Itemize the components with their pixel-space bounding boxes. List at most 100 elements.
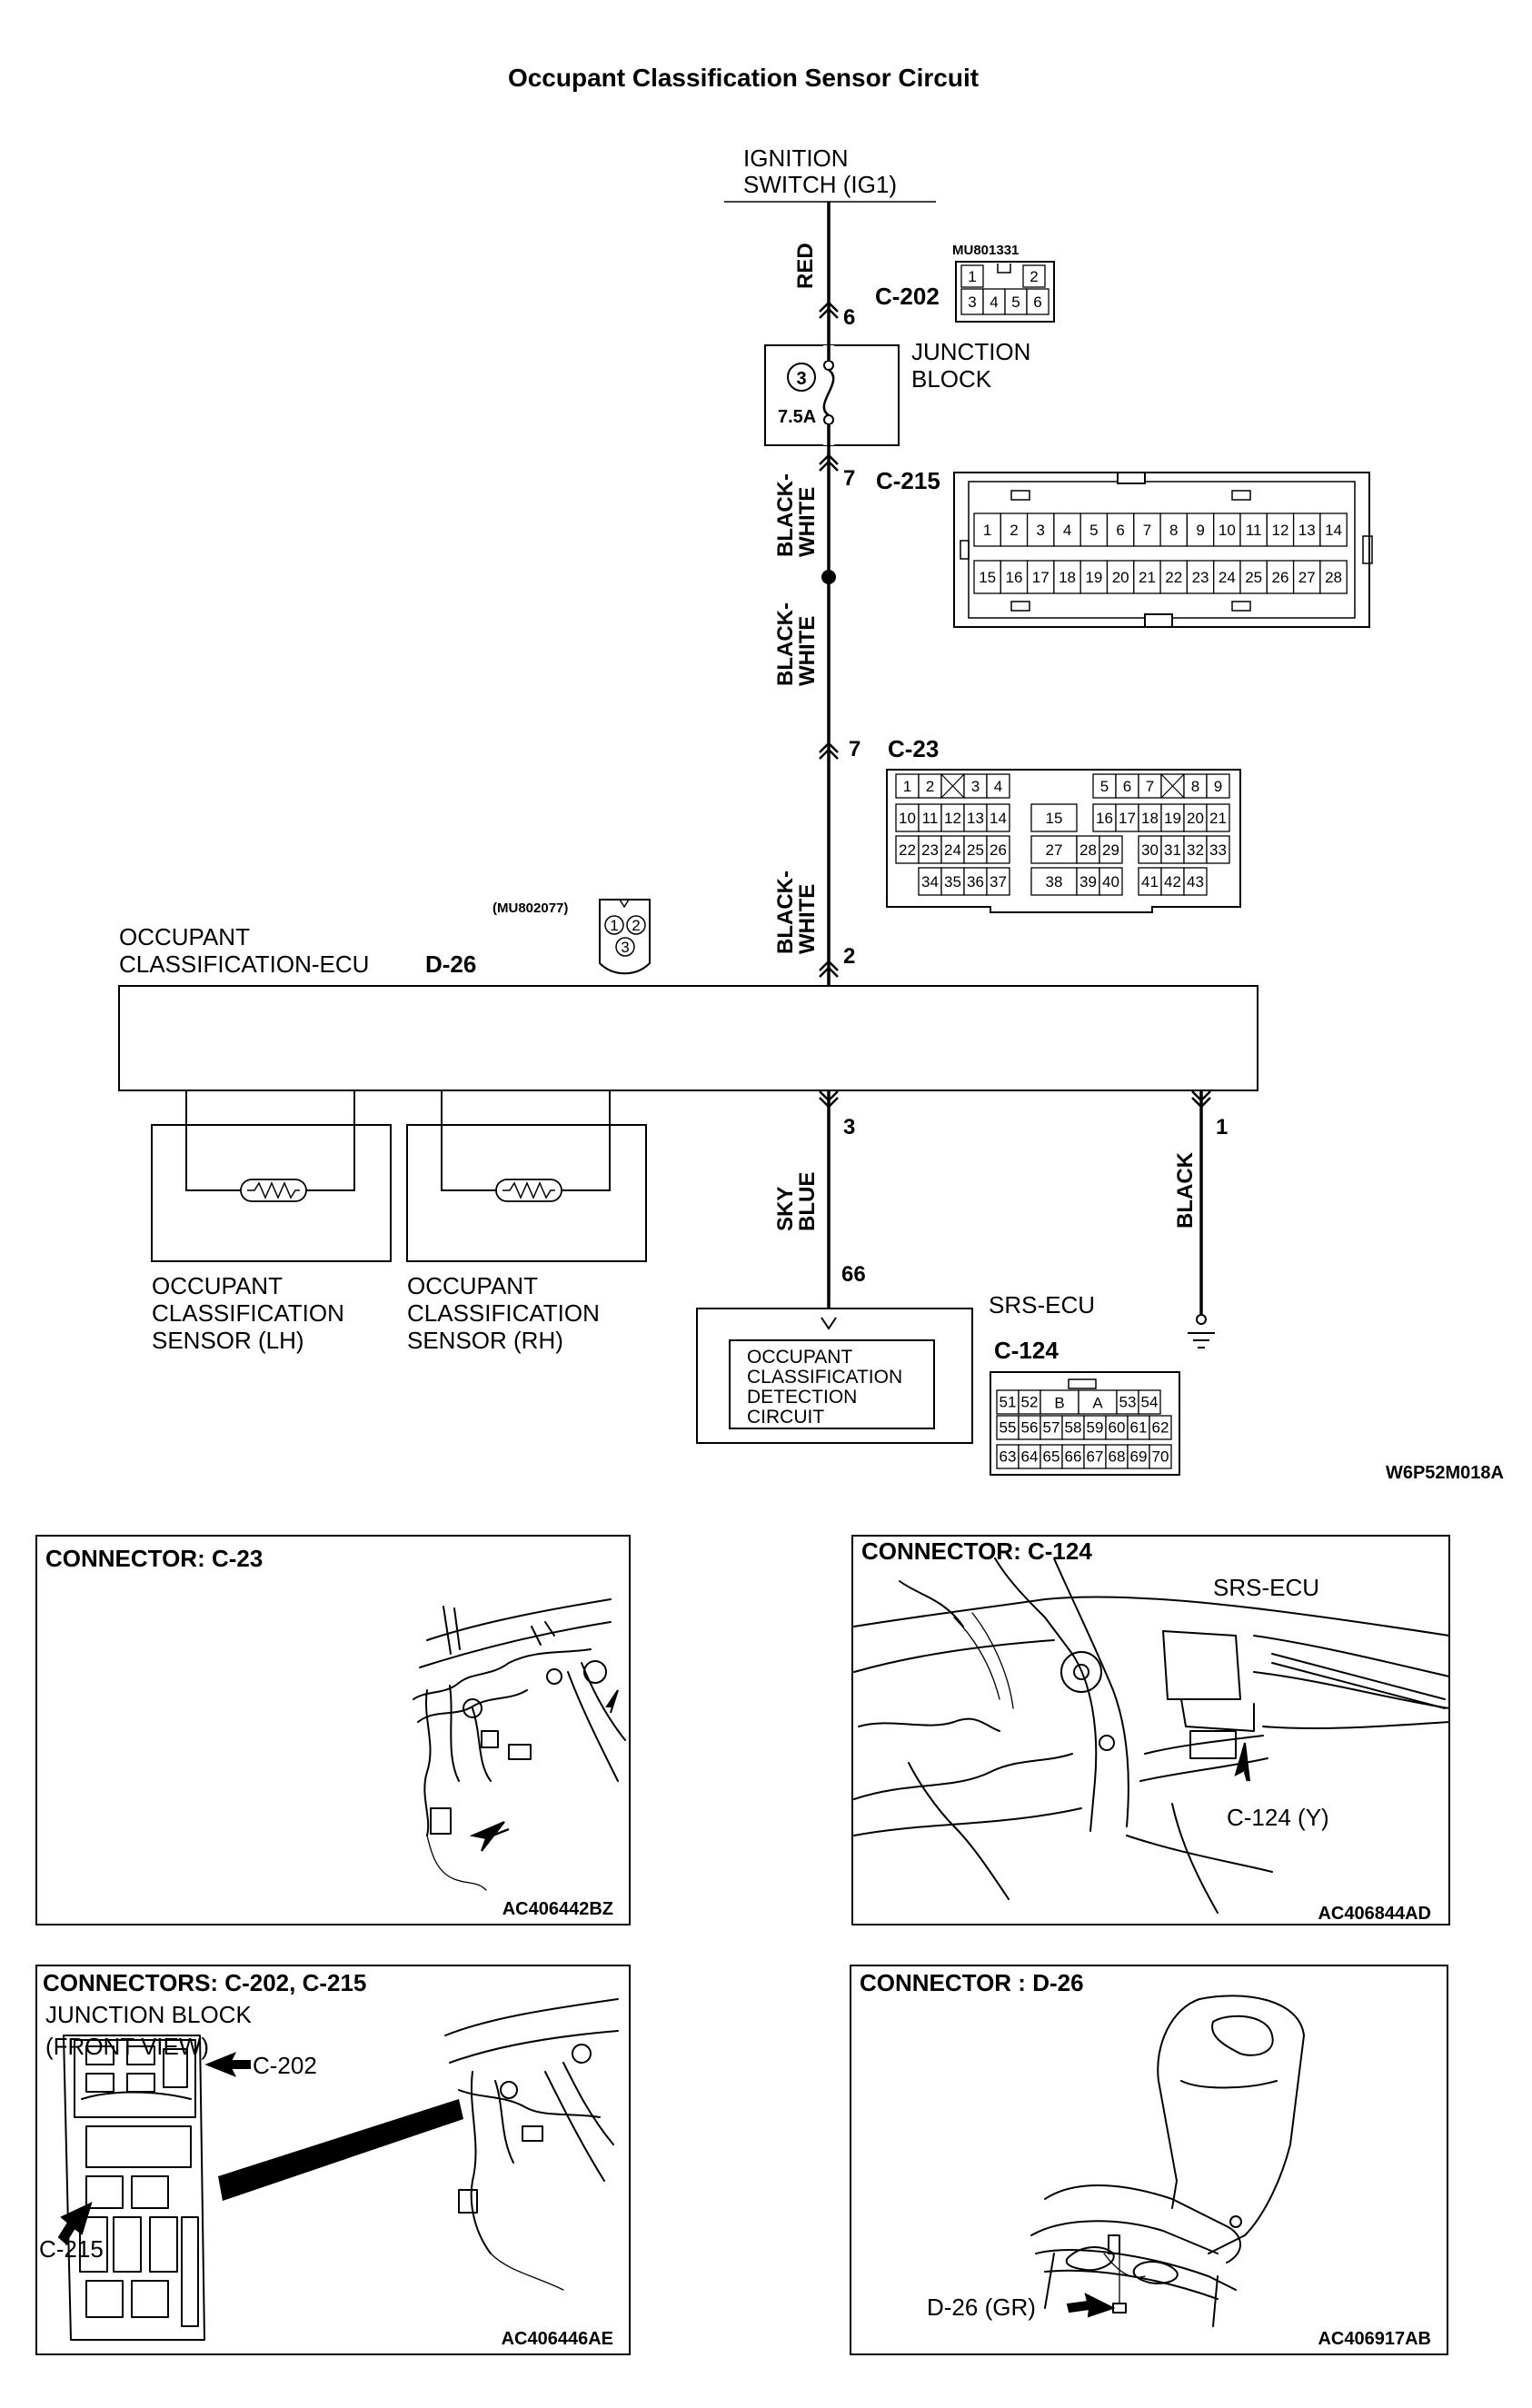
c23-pin-1-cell <box>895 773 920 799</box>
panel-c23-code: AC406442BZ <box>502 1899 613 1919</box>
c215-pin-16-cell <box>1000 560 1029 594</box>
c215-pin-24: 24 <box>1219 569 1236 586</box>
c23-pin-24: 24 <box>944 841 961 859</box>
c23-pin-36-cell <box>963 867 988 896</box>
panel-c124-srs: SRS-ECU <box>1213 1574 1319 1601</box>
c215-pin-20: 20 <box>1112 569 1129 586</box>
c23-pin-11-cell <box>918 803 942 832</box>
c23-pin-36: 36 <box>967 873 984 891</box>
ecu-label-1: OCCUPANT <box>119 923 250 950</box>
c124-pin-70-cell <box>1149 1444 1172 1469</box>
panel-d26-title: CONNECTOR : D-26 <box>860 1969 1084 1996</box>
c215-pin-8-cell <box>1159 512 1189 547</box>
splice-point <box>821 570 836 584</box>
c23-pin-13: 13 <box>967 810 984 827</box>
c215-pin-15-cell <box>973 560 1001 594</box>
c23-pin-28-cell <box>1076 835 1100 864</box>
c23-pin-25: 25 <box>967 841 984 859</box>
c23-pin-19: 19 <box>1164 810 1181 827</box>
c215-pin-27: 27 <box>1298 569 1316 586</box>
c124-pin-64-cell <box>1018 1444 1041 1469</box>
c23-pin-30-cell <box>1138 835 1162 864</box>
c23-pin-19-cell <box>1160 803 1185 832</box>
c124-pin-69: 69 <box>1130 1448 1148 1465</box>
c23-pin-31: 31 <box>1164 841 1181 859</box>
sensor-rh-label-3: SENSOR (RH) <box>407 1327 563 1354</box>
c23-pin-4: 4 <box>994 778 1002 795</box>
c23-pin-42: 42 <box>1164 873 1181 891</box>
panel-jb-sub1: JUNCTION BLOCK <box>45 2001 252 2028</box>
diagram-title: Occupant Classification Sensor Circuit <box>508 64 979 92</box>
dash-harness-illustration <box>444 1998 619 2291</box>
c124-pin-67-cell <box>1083 1444 1107 1469</box>
c23-pin-34-cell <box>918 867 942 896</box>
c202-pointer-arrow <box>204 2052 251 2077</box>
c124-pin-59-cell <box>1083 1415 1107 1440</box>
c124-pin-68-cell <box>1105 1444 1129 1469</box>
c124-pin-55-cell <box>996 1415 1020 1440</box>
c124-pin-54: 54 <box>1141 1393 1159 1410</box>
c215-pin-19: 19 <box>1085 569 1102 586</box>
c23-pin-26-cell <box>986 835 1010 864</box>
c124-pin-51-cell <box>996 1389 1020 1415</box>
c23-blank-blank <box>940 773 965 799</box>
c23-pin-4-cell <box>986 773 1010 799</box>
c215-pin-9: 9 <box>1196 522 1204 539</box>
fuse-number: 3 <box>796 369 806 389</box>
c124-pin-B: B <box>1054 1394 1064 1411</box>
c23-pin-37-cell <box>986 867 1010 896</box>
c23-pin-32: 32 <box>1187 841 1204 859</box>
c23-pin-7: 7 <box>1146 778 1154 795</box>
ignition-label-2: SWITCH (IG1) <box>743 171 897 198</box>
c23-pin-11: 11 <box>922 810 939 827</box>
c23-pin-31-cell <box>1160 835 1185 864</box>
c215-pin-22-cell <box>1159 560 1189 594</box>
c23-pin-41: 41 <box>1141 873 1159 891</box>
c202-pin-3: 3 <box>968 294 976 311</box>
figure-code: W6P52M018A <box>1386 1463 1504 1483</box>
c124-pin-60: 60 <box>1109 1418 1126 1436</box>
c124-pin-56-cell <box>1018 1415 1041 1440</box>
c124-pin-54-cell <box>1138 1389 1161 1415</box>
panel-c124-title: CONNECTOR: C-124 <box>861 1537 1092 1565</box>
c202-pin-1: 1 <box>968 268 976 285</box>
c124-pin-58-cell <box>1061 1415 1085 1440</box>
c23-pin-30: 30 <box>1141 841 1159 859</box>
ecu-box <box>118 985 1258 1091</box>
c23-pin-16: 16 <box>1096 810 1113 827</box>
c23-pin-9: 9 <box>1214 778 1222 795</box>
dashboard-harness-illustration <box>413 1598 626 1891</box>
c23-pin-23: 23 <box>921 841 939 859</box>
panel-connector-c202-c215: CONNECTORS: C-202, C-215 JUNCTION BLOCK … <box>35 1965 631 2355</box>
panel-jb-title: CONNECTORS: C-202, C-215 <box>43 1969 366 1996</box>
c215-pin-23: 23 <box>1192 569 1209 586</box>
c23-pin-35-cell <box>940 867 965 896</box>
c23-pin-18-cell <box>1138 803 1162 832</box>
c124-pin-65: 65 <box>1043 1448 1060 1465</box>
c23-pin-29-cell <box>1099 835 1123 864</box>
c23-pin-17-cell <box>1115 803 1139 832</box>
c215-pin-17: 17 <box>1032 569 1050 586</box>
c124-pin-62: 62 <box>1152 1418 1169 1436</box>
c23-pin-20: 20 <box>1187 810 1204 827</box>
c215-pointer-arrow <box>57 2202 93 2244</box>
svg-text:2: 2 <box>632 917 640 934</box>
c124-pin-51: 51 <box>1000 1393 1017 1410</box>
ignition-label-1: IGNITION <box>743 144 849 172</box>
c23-pin-17: 17 <box>1119 810 1136 827</box>
wire-color-bw-b-1: BLACK- <box>773 602 798 686</box>
c23-pin-14: 14 <box>990 810 1007 827</box>
c23-pin-33-cell <box>1206 835 1230 864</box>
c23-pin-42-cell <box>1160 867 1185 896</box>
c215-pin-18: 18 <box>1059 569 1076 586</box>
c215-pin-11-cell <box>1239 512 1268 547</box>
c124-pin-52: 52 <box>1021 1393 1039 1410</box>
c124-label: C-124 <box>994 1337 1059 1364</box>
pin-2: 2 <box>843 944 855 969</box>
detection-circuit-2: CLASSIFICATION <box>747 1367 902 1388</box>
c215-pin-14-cell <box>1319 512 1348 547</box>
wire-color-bw-c-1: BLACK- <box>773 871 798 954</box>
